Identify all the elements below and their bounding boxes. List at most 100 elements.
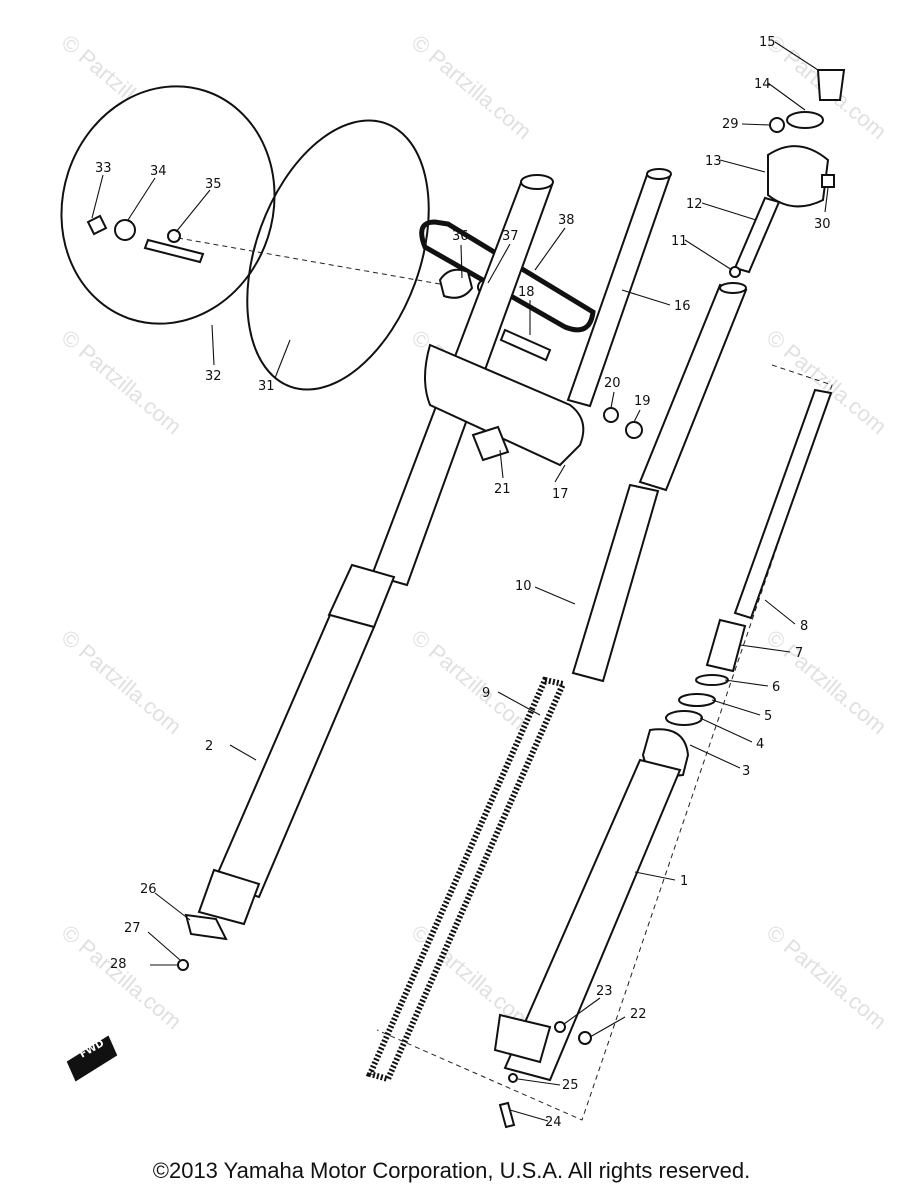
callout-36: 36 [452, 229, 469, 244]
right-fork-top [638, 69, 846, 492]
nut-35 [167, 229, 181, 243]
o-ring-14 [786, 111, 824, 129]
washer-27 [177, 959, 189, 971]
callout-27: 27 [124, 921, 141, 936]
watermark: © Partzilla.com [762, 325, 892, 439]
callout-3: 3 [742, 764, 750, 779]
callout-8: 8 [800, 619, 808, 634]
bolt-21 [471, 425, 510, 462]
callout-9: 9 [482, 686, 490, 701]
callout-11: 11 [671, 234, 688, 249]
callout-leaders [91, 41, 829, 1122]
callout-38: 38 [558, 213, 575, 228]
left-fork [177, 174, 554, 971]
washer-11 [729, 266, 741, 278]
cap-bolt-15 [816, 69, 846, 101]
callout-20: 20 [604, 376, 621, 391]
watermark: © Partzilla.com [407, 625, 537, 739]
washer-25 [508, 1073, 518, 1083]
bolt-24 [498, 1101, 516, 1129]
nut-19 [625, 421, 643, 439]
watermark: © Partzilla.com [762, 625, 892, 739]
callout-19: 19 [634, 394, 651, 409]
cover-13 [767, 145, 830, 208]
watermark: © Partzilla.com [57, 325, 187, 439]
callout-13: 13 [705, 154, 722, 169]
callout-23: 23 [596, 984, 613, 999]
callout-1: 1 [680, 874, 688, 889]
copyright-notice: ©2013 Yamaha Motor Corporation, U.S.A. A… [152, 1158, 751, 1183]
callout-37: 37 [502, 229, 519, 244]
callout-16: 16 [674, 299, 691, 314]
right-axle-holder [493, 1013, 552, 1064]
washer-4 [665, 710, 703, 726]
callout-35: 35 [205, 177, 222, 192]
callout-33: 33 [95, 161, 112, 176]
damper-and-spring [365, 483, 660, 1083]
washer-34 [114, 219, 136, 241]
washer-23 [554, 1021, 566, 1033]
right-outer-tube-1 [503, 758, 682, 1082]
nut-22 [578, 1031, 592, 1045]
stem-shaft-16 [566, 170, 672, 408]
bracket-36 [438, 268, 474, 299]
callout-34: 34 [150, 164, 167, 179]
headlight-lens-ring [246, 119, 430, 391]
clip-5 [678, 693, 716, 707]
left-axle-holder [197, 868, 261, 926]
callout-21: 21 [494, 482, 511, 497]
callout-30: 30 [814, 217, 831, 232]
spacer-12 [733, 196, 781, 274]
callout-10: 10 [515, 579, 532, 594]
damper-tube-10 [571, 483, 660, 683]
callout-4: 4 [756, 737, 764, 752]
callout-29: 29 [722, 117, 739, 132]
stem-top [646, 168, 672, 180]
lower-bracket [424, 328, 643, 467]
screw-33 [86, 214, 108, 236]
watermark: © Partzilla.com [762, 920, 892, 1034]
front-direction-marker: FWD [66, 1035, 118, 1082]
callout-6: 6 [772, 680, 780, 695]
headlight-rim [60, 85, 276, 325]
callout-12: 12 [686, 197, 703, 212]
bolt-18 [499, 328, 552, 362]
callout-25: 25 [562, 1078, 579, 1093]
callout-7: 7 [795, 646, 803, 661]
watermark: © Partzilla.com [407, 30, 537, 144]
headlight-assembly [60, 85, 441, 391]
collar-7 [705, 618, 747, 673]
callout-15: 15 [759, 35, 776, 50]
spring-9 [365, 676, 568, 1083]
callout-17: 17 [552, 487, 569, 502]
callout-5: 5 [764, 709, 772, 724]
callout-32: 32 [205, 369, 222, 384]
callout-22: 22 [630, 1007, 647, 1022]
damper-rod-8 [733, 388, 833, 620]
adjuster-35 [143, 238, 205, 264]
callout-24: 24 [545, 1115, 562, 1130]
right-fork-lower [376, 364, 833, 1129]
callout-14: 14 [754, 77, 771, 92]
left-outer-tube [212, 613, 376, 899]
washer-29 [769, 117, 785, 133]
nut-30 [821, 174, 835, 188]
callout-26: 26 [140, 882, 157, 897]
callout-18: 18 [518, 285, 535, 300]
right-tube-top [719, 282, 747, 294]
washer-20 [603, 407, 619, 423]
axle-cap-26 [184, 913, 228, 941]
left-tube-cap [520, 174, 554, 190]
band-38 [419, 219, 596, 333]
callout-28: 28 [110, 957, 127, 972]
steering-stem [566, 168, 672, 408]
ring-6 [695, 674, 729, 686]
right-inner-tube [638, 283, 748, 492]
callout-numbers: 1 2 3 4 5 6 7 8 9 10 11 12 13 14 15 16 1… [95, 35, 831, 1130]
callout-31: 31 [258, 379, 275, 394]
watermark: © Partzilla.com [57, 625, 187, 739]
watermark: © Partzilla.com [57, 920, 187, 1034]
callout-2: 2 [205, 739, 213, 754]
under-bracket-17 [424, 343, 585, 467]
